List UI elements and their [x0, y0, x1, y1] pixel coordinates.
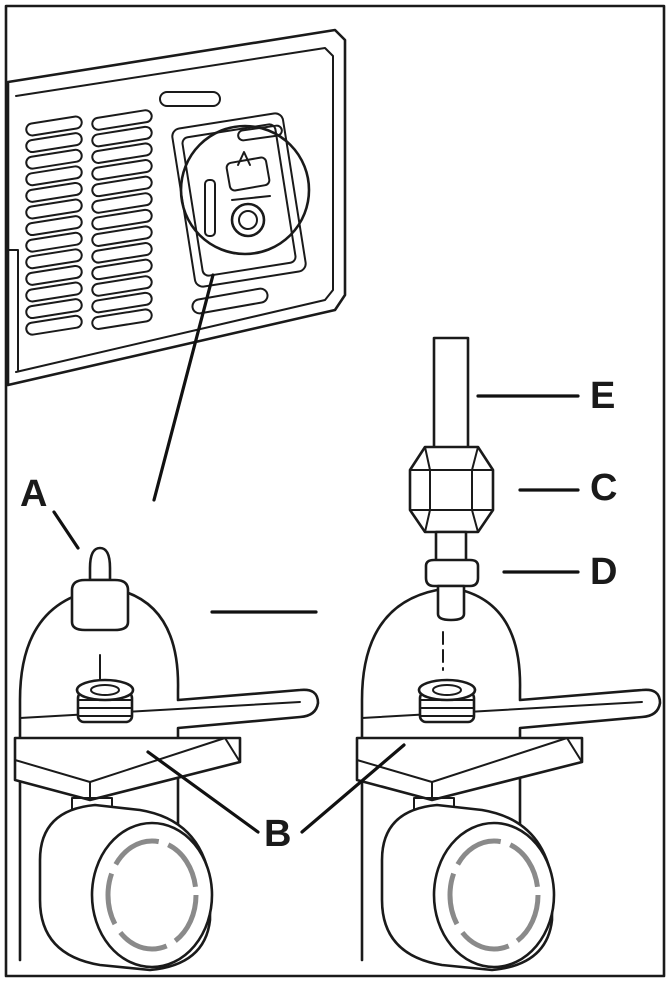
vent-slot [91, 175, 153, 198]
valve-wheel [38, 803, 214, 972]
vent-slot [91, 109, 153, 131]
vent-slot [25, 215, 83, 237]
magnify-circle [179, 124, 311, 256]
vent-slot [91, 242, 153, 264]
vent-slot [91, 258, 153, 281]
vent-slot-bottom [191, 287, 269, 315]
leader-a [52, 510, 80, 550]
vent-slot [91, 225, 153, 247]
vent-slot [25, 231, 83, 253]
vent-slot [91, 192, 153, 214]
label-b: B [264, 813, 291, 855]
threaded-nipple [75, 678, 135, 724]
vent-slot [25, 148, 83, 170]
valve-cap [70, 546, 130, 632]
valve-wheel-right [380, 803, 556, 972]
gauge-ring-right [447, 838, 541, 952]
vent-slot [25, 281, 83, 303]
leader-b-left [146, 750, 260, 834]
vent-slot [91, 208, 153, 231]
threaded-nipple-right [417, 678, 477, 724]
hose [432, 336, 470, 462]
vent-slot [25, 181, 83, 203]
hose-assembly [408, 336, 495, 622]
vent-slot [91, 275, 153, 297]
fitting [424, 530, 480, 622]
label-d: D [590, 551, 617, 593]
vent-slot [91, 308, 153, 330]
vent-slots [25, 109, 153, 336]
leader-b-right [300, 743, 406, 834]
vent-slot [25, 132, 83, 154]
label-e: E [590, 375, 615, 417]
magnify-leader [152, 273, 215, 502]
vent-slot [25, 264, 83, 286]
vent-slot [25, 314, 83, 336]
vent-slot [91, 125, 153, 148]
label-a: A [20, 473, 47, 515]
gauge-ring [105, 838, 199, 952]
vent-slot [25, 198, 83, 220]
figure-border [4, 4, 666, 978]
equipment-panel [6, 28, 347, 387]
vent-slot [25, 248, 83, 270]
vent-slot [91, 291, 153, 314]
vent-slot-top [159, 91, 221, 107]
vent-slot [25, 165, 83, 187]
vent-slot [25, 298, 83, 320]
valve-right-connected [355, 586, 662, 972]
vent-slot [91, 159, 153, 181]
hex-nut [408, 445, 495, 534]
vent-slot [25, 115, 83, 137]
valve-left-capped [13, 546, 320, 972]
vent-slot [91, 142, 153, 164]
label-c: C [590, 467, 617, 509]
